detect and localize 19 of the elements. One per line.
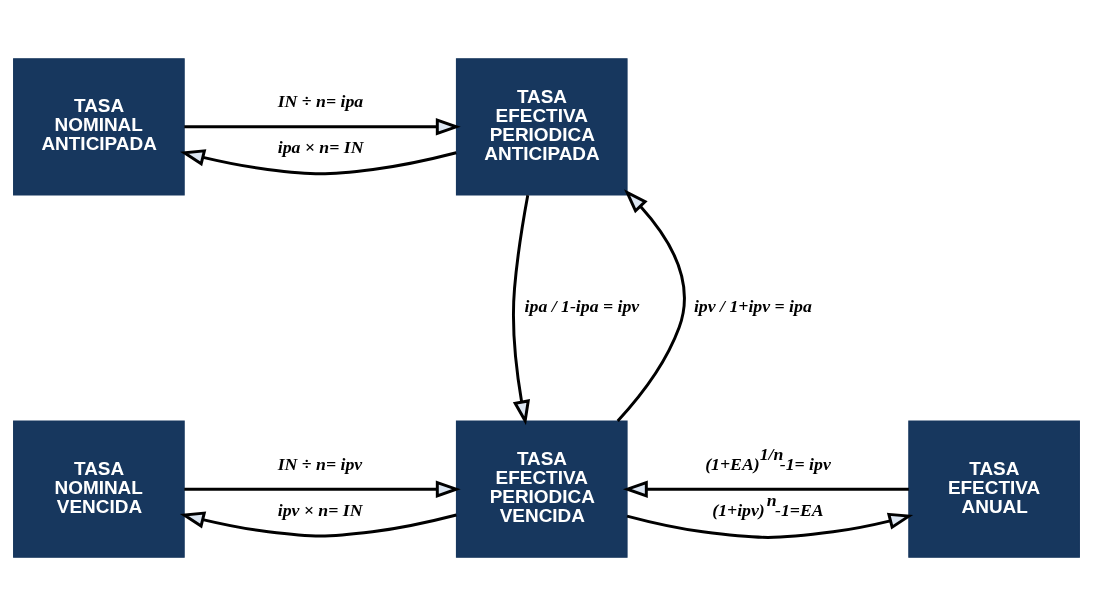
arrow	[184, 480, 461, 498]
edge-label: ipv / 1+ipv = ipa	[693, 295, 812, 316]
edge-label: ipv × n= IN	[277, 499, 363, 520]
edge-label: IN ÷ n= ipa	[277, 91, 364, 112]
node-box: TASA NOMINAL ANTICIPADA	[13, 58, 185, 196]
arrow	[179, 511, 457, 538]
node-box: TASA EFECTIVA ANUAL	[908, 420, 1080, 558]
arrow	[622, 480, 909, 498]
node-box: TASA EFECTIVA PERIODICA ANTICIPADA	[455, 58, 628, 196]
arrow	[184, 118, 461, 136]
node-box: TASA NOMINAL VENCIDA	[13, 420, 185, 558]
arrow	[626, 512, 914, 539]
edge-label: ipa × n= IN	[277, 137, 364, 158]
edge-label: IN ÷ n= ipv	[277, 453, 363, 474]
node-box: TASA EFECTIVA PERIODICA VENCIDA	[455, 420, 628, 558]
arrow	[180, 149, 457, 176]
arrow	[512, 194, 530, 426]
arrow	[616, 189, 686, 422]
edge-label: ipa / 1-ipa = ipv	[524, 295, 640, 316]
